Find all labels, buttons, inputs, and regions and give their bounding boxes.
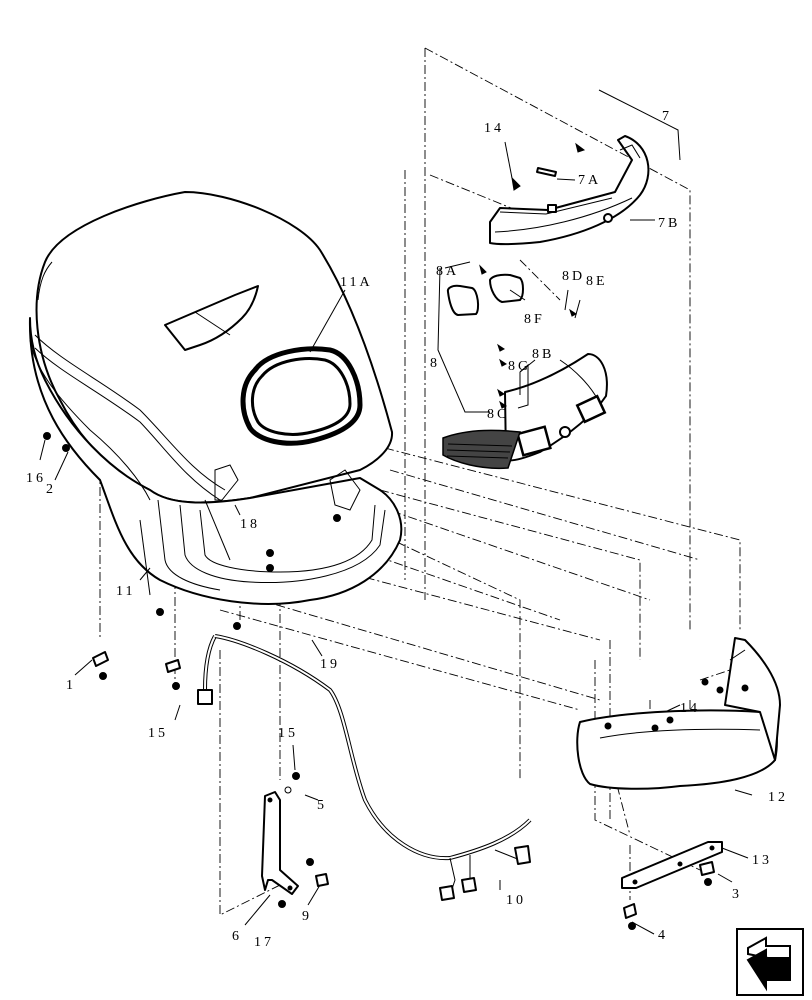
- bumper-12: [576, 637, 781, 790]
- callout-12: 12: [768, 790, 788, 805]
- callout-19: 19: [320, 657, 340, 672]
- bracket-13: [621, 841, 723, 889]
- callout-11a: 11A: [340, 275, 373, 290]
- callout-14: 14: [484, 121, 504, 136]
- callout-18: 18: [240, 517, 260, 532]
- callout-10: 10: [506, 893, 526, 908]
- callout-8: 8: [430, 356, 440, 371]
- nav-arrow-button[interactable]: [736, 928, 804, 996]
- callout-6: 6: [232, 929, 242, 944]
- callout-8d: 8D: [562, 269, 585, 284]
- callout-1: 1: [66, 678, 76, 693]
- callout-13: 13: [752, 853, 772, 868]
- callout-7: 7: [662, 109, 672, 124]
- callout-8g: 8G: [508, 359, 531, 374]
- callout-14b: 14: [680, 701, 700, 716]
- callout-8f: 8F: [524, 312, 545, 327]
- callout-8b: 8B: [532, 347, 554, 362]
- callout-7a: 7A: [578, 173, 601, 188]
- callout-4: 4: [658, 928, 668, 943]
- callout-15b: 15: [278, 726, 298, 741]
- arrow-icon: [746, 936, 791, 992]
- callout-15a: 15: [148, 726, 168, 741]
- leader-lines: [39, 89, 753, 935]
- callout-17: 17: [254, 935, 274, 950]
- hardware: [43, 142, 749, 930]
- callout-8a: 8A: [436, 264, 459, 279]
- hood-assembly: [28, 191, 403, 605]
- callout-3: 3: [732, 887, 742, 902]
- grille-7b: [489, 135, 650, 246]
- callout-9: 9: [302, 909, 312, 924]
- callout-16: 16: [26, 471, 46, 486]
- support-6: [261, 791, 299, 895]
- callout-2: 2: [46, 482, 56, 497]
- callout-5: 5: [317, 798, 327, 813]
- callout-labels: 7 14 7A 7B 11A 8A 8D 8E 8F 8B 8 8G 8C 16…: [26, 109, 788, 950]
- callout-7b: 7B: [658, 216, 680, 231]
- harness-10: [197, 634, 532, 901]
- callout-11: 11: [116, 584, 135, 599]
- lamp-assembly: [442, 273, 608, 470]
- callout-8c: 8C: [487, 407, 509, 422]
- callout-8e: 8E: [586, 274, 608, 289]
